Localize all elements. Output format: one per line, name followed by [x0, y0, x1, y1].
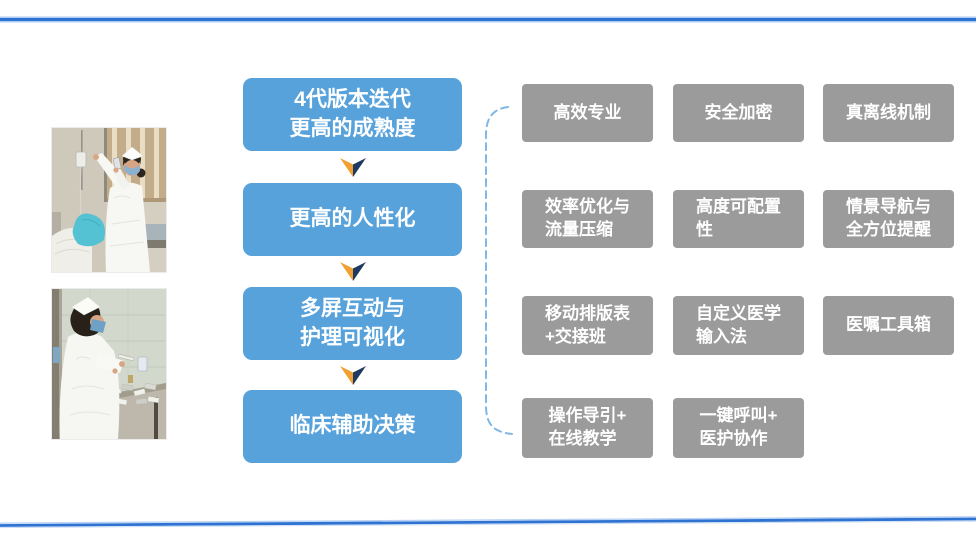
dashed-brace-connector — [485, 106, 513, 435]
chevron-down-arrow-icon — [340, 366, 366, 385]
flow-step-label: 临床辅助决策 — [289, 414, 416, 438]
flow-step-clinical-decision: 临床辅助决策 — [243, 390, 462, 463]
feature-label: 自定义医学 输入法 — [696, 303, 781, 346]
feature-box-efficiency-compression: 效率优化与 流量压缩 — [522, 190, 653, 248]
flow-step-label: 更高的人性化 — [289, 207, 416, 231]
feature-label: 操作导引+ 在线教学 — [548, 406, 627, 448]
feature-label: 一键呼叫+ 医护协作 — [699, 406, 778, 448]
feature-box-true-offline: 真离线机制 — [823, 84, 954, 142]
feature-box-mobile-schedule-handover: 移动排版表 +交接班 — [522, 296, 653, 355]
chevron-down-arrow-icon — [340, 262, 366, 281]
feature-label: 效率优化与 流量压缩 — [545, 197, 630, 239]
flow-step-label: 4代版本迭代 更高的成熟度 — [289, 87, 416, 140]
feature-label: 医嘱工具箱 — [846, 315, 931, 335]
feature-box-onekey-call-collaboration: 一键呼叫+ 医护协作 — [673, 398, 804, 458]
feature-label: 移动排版表 +交接班 — [545, 303, 630, 346]
feature-label: 高效专业 — [553, 102, 622, 122]
feature-box-secure-encryption: 安全加密 — [673, 84, 804, 142]
feature-label: 高度可配置 性 — [696, 197, 781, 239]
top-accent-line — [0, 18, 976, 21]
nurse-medication-illustration — [52, 289, 166, 439]
chevron-down-arrow-icon — [340, 158, 366, 177]
flow-step-humanization: 更高的人性化 — [243, 183, 462, 256]
flow-step-multiscreen-visualization: 多屏互动与 护理可视化 — [243, 287, 462, 360]
feature-box-context-navigation: 情景导航与 全方位提醒 — [823, 190, 954, 248]
feature-box-order-toolbox: 医嘱工具箱 — [823, 296, 954, 355]
flow-step-label: 多屏互动与 护理可视化 — [300, 296, 405, 349]
nurse-iv-illustration — [52, 128, 166, 272]
photo-nurse-medication — [52, 289, 166, 439]
feature-box-configurability: 高度可配置 性 — [673, 190, 804, 248]
feature-box-guided-operation-teaching: 操作导引+ 在线教学 — [522, 398, 653, 458]
bottom-accent-line — [0, 516, 976, 529]
feature-box-efficient-professional: 高效专业 — [522, 84, 653, 142]
feature-label: 情景导航与 全方位提醒 — [846, 197, 931, 239]
flow-step-version-maturity: 4代版本迭代 更高的成熟度 — [243, 78, 462, 151]
feature-box-custom-medical-input: 自定义医学 输入法 — [673, 296, 804, 355]
feature-label: 真离线机制 — [846, 102, 931, 122]
photo-nurse-iv-drip — [52, 128, 166, 272]
feature-label: 安全加密 — [704, 102, 773, 122]
